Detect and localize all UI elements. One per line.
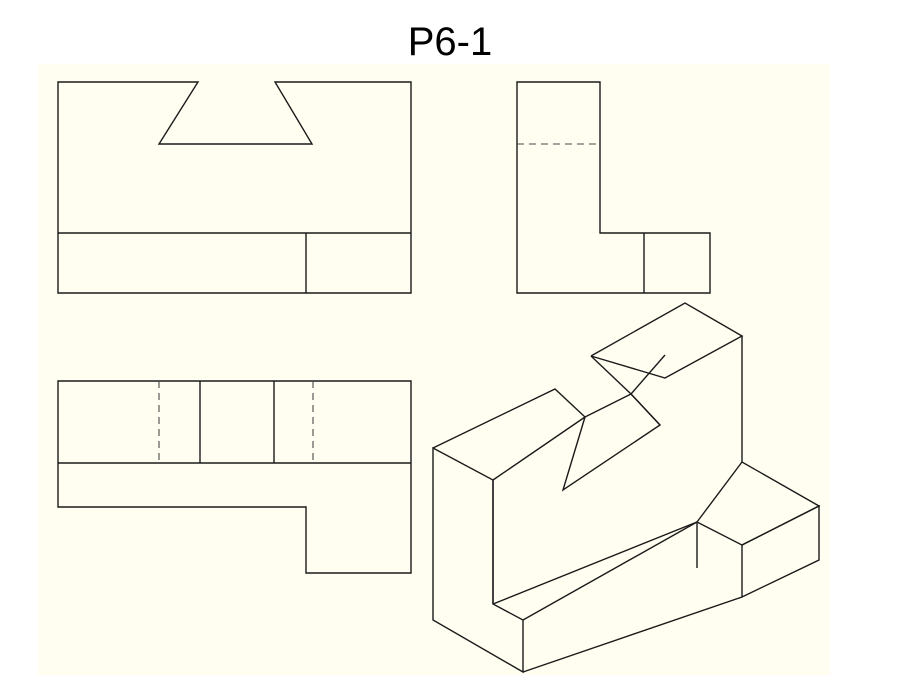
top-view-outline	[57, 380, 412, 574]
iso-dovetail-right	[590, 355, 661, 426]
drawing-sheet	[38, 64, 830, 675]
sheet-background	[38, 64, 830, 675]
front-view-outline	[57, 81, 412, 294]
right-side-view	[516, 81, 711, 294]
top-view	[57, 380, 412, 574]
iso-column-top	[432, 388, 587, 481]
drawing-title: P6-1	[407, 20, 493, 64]
iso-step-front	[741, 504, 820, 598]
front-view	[57, 81, 412, 294]
side-view-outline	[516, 81, 711, 294]
iso-shelf-front-edge	[522, 521, 698, 621]
iso-dovetail-floor	[584, 393, 632, 418]
drawing-canvas	[38, 64, 830, 675]
isometric-view	[432, 302, 821, 674]
